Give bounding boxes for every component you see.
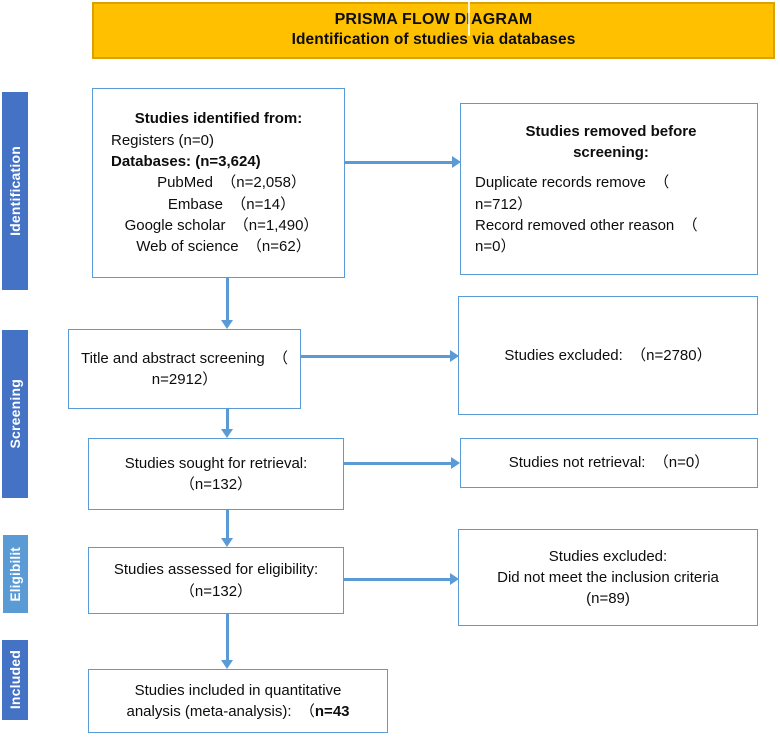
- box-line: n=712）: [475, 195, 533, 213]
- eligibility-to-included-line: [226, 614, 229, 662]
- box-line: (n=89): [586, 590, 630, 608]
- box-line: n=2912）: [151, 371, 218, 388]
- box-line: screening:: [573, 143, 649, 161]
- studies-excluded-eligibility-box: Studies excluded: Did not meet the inclu…: [458, 529, 758, 626]
- diagram-title: PRISMA FLOW DIAGRAM: [334, 11, 533, 28]
- eligibility-to-included-arrow: [220, 660, 233, 669]
- box-line: n=0）: [475, 238, 516, 256]
- box-line: Studies assessed for eligibility:: [113, 561, 319, 579]
- box-line: Title and abstract screening （: [80, 349, 289, 367]
- stage-label-included-text: Included: [7, 650, 23, 710]
- box-line: Google scholar （n=1,490）: [124, 216, 319, 234]
- stage-label-eligibility-text: Eligibilit: [8, 546, 23, 602]
- screening-to-retrieval-arrow: [220, 429, 233, 438]
- identified-to-removed-arrow: [452, 155, 461, 168]
- stage-label-eligibility: Eligibilit: [3, 535, 28, 613]
- screening-to-excluded-line: [301, 355, 451, 358]
- box-line: Embase （n=14）: [167, 195, 296, 213]
- screening-to-excluded-arrow: [450, 349, 459, 362]
- box-line: Databases: (n=3,624): [111, 153, 261, 171]
- box-line: Web of science （n=62）: [136, 238, 311, 256]
- title-abstract-screening-box: Title and abstract screening （ n=2912）: [68, 329, 301, 409]
- studies-removed-before-screening-box: Studies removed before screening: Duplic…: [460, 103, 758, 275]
- studies-included-box: Studies included in quantitative analysi…: [88, 669, 388, 733]
- stage-label-screening-text: Screening: [7, 379, 23, 449]
- retrieval-to-eligibility-line: [226, 510, 229, 540]
- box-line: Studies included in quantitative: [134, 681, 342, 699]
- included-count: n=43: [314, 703, 350, 720]
- box-line: （n=132）: [179, 582, 253, 600]
- box-line: Studies sought for retrieval:: [124, 454, 308, 472]
- identified-to-screening-line: [226, 278, 229, 322]
- screening-to-retrieval-line: [226, 409, 229, 431]
- eligibility-to-excluded-arrow: [450, 572, 459, 585]
- retrieval-to-eligibility-arrow: [220, 538, 233, 547]
- box-line: PubMed （n=2,058）: [157, 174, 306, 192]
- box-line: Registers (n=0): [111, 131, 214, 149]
- box-line: [475, 163, 747, 172]
- stage-label-identification: Identification: [2, 92, 28, 290]
- stage-label-screening: Screening: [2, 330, 28, 498]
- identified-to-removed-line: [345, 161, 453, 164]
- box-line: （n=132）: [179, 476, 253, 493]
- studies-excluded-screening-box: Studies excluded: （n=2780）: [458, 296, 758, 415]
- diagram-subtitle: Identification of studies via databases: [291, 31, 576, 49]
- studies-not-retrieval-box: Studies not retrieval: （n=0）: [460, 438, 758, 488]
- box-line: Studies identified from:: [134, 110, 303, 128]
- banner-seam-artifact: [468, 2, 470, 36]
- box-line: analysis (meta-analysis): （n=43: [97, 701, 379, 722]
- box-line: Studies removed before: [525, 122, 697, 140]
- box-line: Did not meet the inclusion criteria: [497, 568, 719, 586]
- box-line: Record removed other reason （: [475, 216, 698, 234]
- box-line: Studies excluded:: [548, 547, 668, 565]
- eligibility-to-excluded-line: [344, 578, 451, 581]
- box-line: Studies not retrieval: （n=0）: [508, 454, 710, 472]
- retrieval-to-not-retrieval-line: [344, 462, 452, 465]
- stage-label-included: Included: [2, 640, 28, 720]
- box-line: Duplicate records remove （: [475, 174, 670, 192]
- retrieval-to-not-retrieval-arrow: [451, 456, 460, 469]
- studies-identified-box: Studies identified from: Registers (n=0)…: [92, 88, 345, 278]
- studies-sought-for-retrieval-box: Studies sought for retrieval: （n=132）: [88, 438, 344, 510]
- included-line-prefix: analysis (meta-analysis): （: [126, 703, 315, 720]
- identified-to-screening-arrow: [220, 320, 233, 329]
- studies-assessed-for-eligibility-box: Studies assessed for eligibility: （n=132…: [88, 547, 344, 614]
- diagram-header-banner: PRISMA FLOW DIAGRAM Identification of st…: [92, 2, 775, 59]
- box-line: Studies excluded: （n=2780）: [504, 346, 712, 364]
- stage-label-identification-text: Identification: [7, 146, 23, 236]
